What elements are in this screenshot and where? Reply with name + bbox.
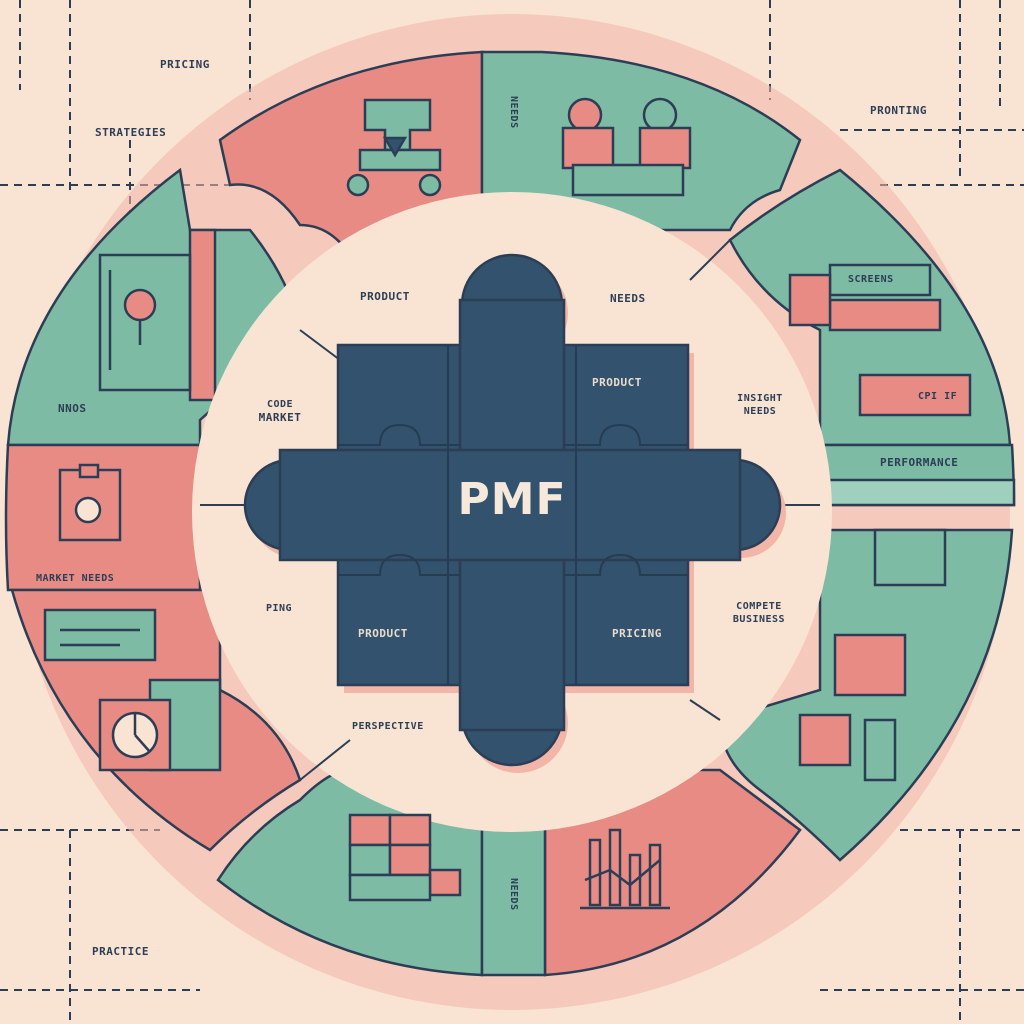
label-needs: NEEDS bbox=[610, 292, 646, 305]
lightbulb-icon bbox=[98, 253, 192, 392]
gear-icon bbox=[58, 463, 122, 542]
label-business: BUSINESS bbox=[732, 614, 786, 625]
puzzle-people-icon bbox=[346, 98, 442, 197]
center-bottom-left-label: PRODUCT bbox=[358, 627, 408, 640]
seam bbox=[564, 423, 688, 446]
screen-icon bbox=[788, 263, 942, 332]
label-bottom-vertical: NEEDS bbox=[508, 878, 519, 911]
pmf-title: PMF bbox=[457, 474, 567, 525]
segment-right-strip bbox=[818, 478, 1016, 507]
label-insight-needs: NEEDS bbox=[743, 406, 777, 417]
center-bottom-right-label: PRICING bbox=[612, 627, 662, 640]
label-performance: PERFORMANCE bbox=[880, 456, 959, 469]
segment-bottom-coral bbox=[543, 768, 802, 977]
label-market-needs: MARKET NEEDS bbox=[36, 573, 115, 584]
spoke bbox=[689, 699, 721, 721]
users-icon bbox=[561, 97, 692, 197]
price-card-icon bbox=[858, 373, 972, 417]
puzzle-pieces-icon bbox=[798, 528, 947, 782]
label-ping: PING bbox=[266, 603, 293, 614]
label-product: PRODUCT bbox=[360, 290, 410, 303]
label-top-vertical: NEEDS bbox=[508, 96, 519, 129]
label-pronting: PRONTING bbox=[870, 104, 927, 117]
label-insight: INSIGHT bbox=[737, 393, 783, 404]
center-puzzle bbox=[243, 253, 782, 767]
label-cpi: CPI IF bbox=[918, 391, 958, 402]
puzzle-cross-h bbox=[278, 448, 742, 562]
label-nnos: NNOS bbox=[58, 402, 87, 415]
label-code: CODE bbox=[266, 399, 294, 410]
puzzle-seams bbox=[338, 345, 688, 685]
blocks-icon bbox=[348, 813, 462, 902]
pie-chart-icon bbox=[98, 698, 172, 772]
label-pricing: PRICING bbox=[160, 58, 210, 71]
seam bbox=[338, 553, 460, 576]
segment-left-strip bbox=[188, 228, 217, 402]
label-practice: PRACTICE bbox=[92, 945, 149, 958]
card-icon bbox=[43, 608, 157, 662]
seam bbox=[564, 553, 688, 576]
label-screens: SCREENS bbox=[848, 274, 894, 285]
label-strategies: STRATEGIES bbox=[95, 126, 167, 139]
spoke bbox=[299, 739, 351, 781]
label-compete: COMPETE bbox=[736, 601, 782, 612]
spoke bbox=[299, 329, 341, 361]
label-perspective: PERSPECTIVE bbox=[352, 721, 424, 732]
center-top-right-label: PRODUCT bbox=[592, 376, 642, 389]
seam bbox=[338, 423, 460, 446]
bar-chart-icon bbox=[580, 828, 670, 910]
label-market: MARKET bbox=[258, 411, 302, 424]
spoke bbox=[689, 239, 731, 281]
